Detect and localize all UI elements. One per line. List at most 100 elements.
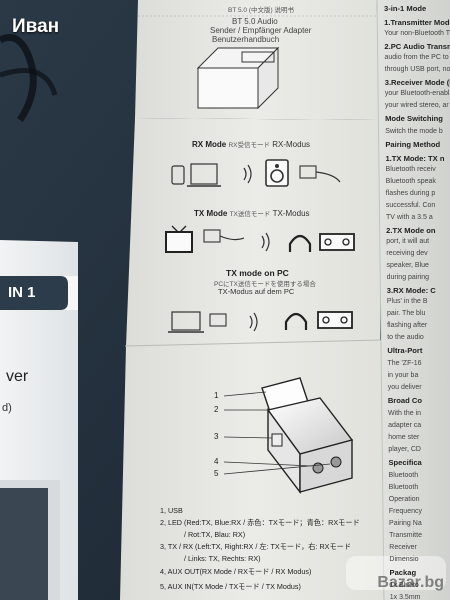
manual-title3: Benutzerhandbuch (212, 35, 280, 44)
part-list-item: 4, AUX OUT(RX Mode / RXモード / RX Modus) (160, 567, 312, 576)
right-page-line: home ster (388, 434, 420, 441)
right-page-line: audio from the PC to B (384, 54, 450, 61)
stereo-icon-tx (319, 233, 355, 251)
headphones-icon-tx (288, 234, 312, 252)
tx-mode-title: TX Mode (194, 209, 228, 218)
laptop-icon-rx (190, 163, 218, 185)
right-page-line: Bluetooth (388, 484, 419, 491)
right-page-text: 3-in-1 Mode 1.Transmitter Mode (TX Your no… (382, 0, 450, 600)
dongle-drawing-top (196, 46, 280, 110)
right-page-line: Transmitte (389, 532, 422, 539)
adapter-icon-pc (209, 313, 227, 327)
rx-mode-heading: RX Mode RX受信モード RX-Modus (192, 139, 310, 149)
manual-title1: BT 5.0 Audio (232, 17, 278, 26)
right-page-line: adapter ca (388, 422, 422, 429)
tx-mode-heading: TX Mode TX送信モード TX-Modus (194, 208, 310, 218)
part-list-item: 5, AUX IN(TX Mode / TXモード / TX Modus) (160, 582, 301, 591)
manual-top-panel (135, 0, 380, 120)
right-page-line: Receiver (389, 544, 417, 551)
right-page-line: during pairing (386, 274, 430, 281)
stereo-icon-pc (317, 311, 353, 329)
right-page-line: Mode Switching (385, 114, 443, 123)
right-page-line: Plus' in the B (386, 298, 428, 305)
tx-mode-jp: TX送信モード (229, 211, 271, 218)
right-page-line: Bluetooth speak (385, 178, 436, 185)
box-label-ver: ver (6, 368, 29, 385)
right-page-line: 1x Blueto (389, 582, 419, 589)
right-page-line: 3.Receiver Mode (RX (384, 78, 450, 87)
txpc-de: TX-Modus auf dem PC (218, 287, 295, 296)
rx-mode-jp: RX受信モード (228, 142, 270, 149)
product-box (0, 240, 78, 600)
rx-mode-de: RX-Modus (272, 140, 311, 149)
tv-icon-tx (165, 231, 193, 253)
right-page-line: Bluetooth (388, 472, 419, 479)
bazar-watermark-text: Bazar.bg (377, 574, 444, 591)
txpc-jp: PCにTX送信モードを使用する場合 (214, 281, 316, 288)
right-page-line: through USB port, no (384, 66, 450, 73)
right-page-line: 1.TX Mode: TX n (385, 154, 445, 163)
part-list-item: / Links: TX, Rechts: RX) (184, 554, 261, 563)
right-page-line: 1.Transmitter Mode (TX (384, 18, 450, 27)
right-page-line: you deliver (387, 384, 422, 391)
right-page-line: Dimensio (389, 556, 419, 563)
manual-diagram-panel (120, 339, 384, 600)
part-list-item: 3, TX / RX (Left:TX, Right:RX / 左: TXモード… (160, 542, 352, 551)
right-page-line: Pairing Na (389, 520, 422, 527)
right-page-line: to the audio (387, 334, 424, 341)
right-page-line: in your ba (387, 372, 419, 379)
right-page-line: TV with a 3.5 a (386, 214, 433, 221)
part-list-item: / Rot:TX, Blau: RX) (184, 530, 246, 539)
right-page-line: your Bluetooth-enabl (384, 90, 450, 97)
right-page-line: With the in (387, 410, 422, 417)
part-list-item: 1, USB (160, 506, 183, 515)
laptop-icon-pc (171, 311, 201, 331)
bazar-watermark: Bazar.bg (377, 574, 444, 592)
wireless-icon-pc (249, 312, 258, 332)
callout-2: 2 (214, 405, 219, 414)
right-page-line: Operation (388, 496, 420, 503)
rx-mode-title: RX Mode (192, 140, 227, 149)
right-page-line: Pairing Method (385, 140, 441, 149)
right-page-line: Frequency (388, 508, 422, 515)
right-page-line: port, it will aut (386, 238, 430, 245)
right-page-line: Bluetooth receiv (385, 166, 436, 173)
tx-mode-de: TX-Modus (272, 209, 310, 218)
callout-1: 1 (214, 391, 219, 400)
right-page-line: successful. Con (385, 202, 436, 209)
right-page-line: The 'ZF-16 (387, 360, 422, 367)
manual-right-page (376, 0, 450, 600)
right-page-line: Broad Co (387, 396, 422, 405)
right-page-line: 2.PC Audio Transmitte (384, 42, 450, 51)
right-page-line: Specifica (388, 458, 422, 467)
right-page-line: Your non-Bluetooth TV, (384, 30, 450, 37)
callout-5: 5 (214, 469, 219, 478)
right-page-line: your wired stereo, ar (384, 102, 449, 109)
right-page-line: receiving dev (386, 250, 428, 257)
box-label-in1: IN 1 (8, 284, 36, 301)
phone-icon-rx (171, 165, 185, 185)
right-page-line: 3-in-1 Mode (384, 4, 427, 13)
right-page-line: player, CD (388, 446, 421, 453)
manual-cut-line: BT 5.0 (中文版) 说明书 (228, 7, 294, 14)
headphones-icon-pc (284, 312, 308, 330)
wireless-icon-rx (243, 164, 252, 184)
box-label-d: d) (2, 402, 12, 414)
right-page-line: speaker, Blue (386, 262, 429, 269)
right-page-line: 3.RX Mode: C (386, 286, 436, 295)
manual-modes-panel (126, 118, 380, 346)
right-page-line: 1x 3.5mm (389, 594, 421, 600)
manual-title2: Sender / Empfänger Adapter (210, 26, 312, 35)
right-page-line: flashing after (387, 322, 428, 329)
right-page-line: Packag (389, 568, 417, 577)
txpc-title: TX mode on PC (226, 268, 289, 278)
right-page-line: Switch the mode b (385, 128, 443, 135)
right-page-line: Ultra-Port (387, 346, 423, 355)
right-page-line: flashes during p (385, 190, 436, 197)
dongle-drawing-large (261, 377, 354, 495)
callout-4: 4 (214, 457, 219, 466)
wireless-icon-tx (261, 232, 270, 252)
right-page-line: 2.TX Mode on (386, 226, 436, 235)
right-page-line: pair. The blu (387, 310, 426, 317)
